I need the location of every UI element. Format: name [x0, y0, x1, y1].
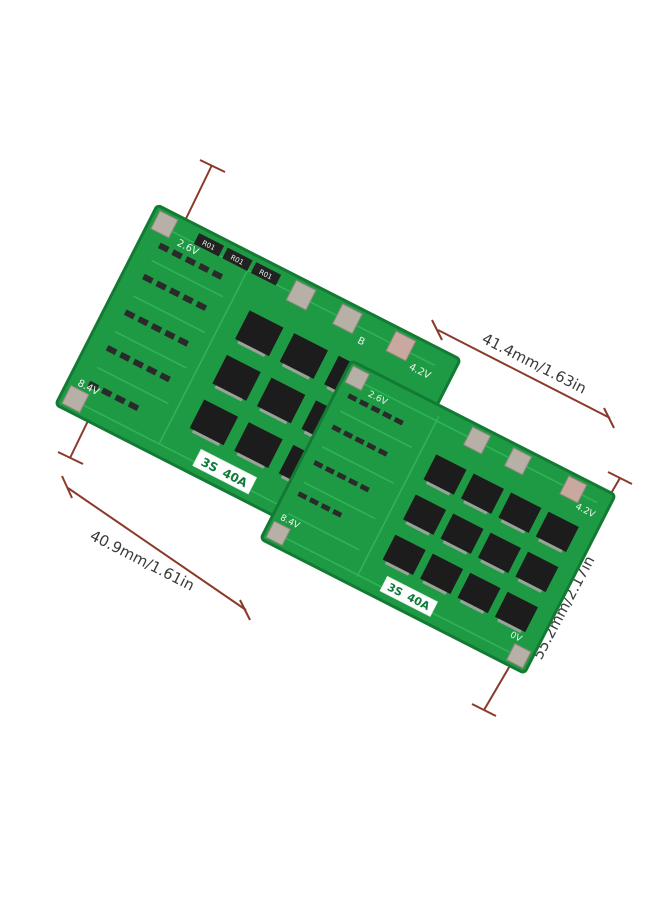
small-board-model-series: 3S — [385, 581, 405, 600]
large-board-current-resistors: R01 R01 R01 — [193, 233, 282, 286]
large-board-smd-components — [87, 242, 224, 412]
small-board-smd-components — [297, 393, 404, 518]
small-board-solder-pads — [265, 365, 588, 669]
large-board-width-dimension: 40.9mm/1.61in — [61, 475, 251, 621]
large-board-label-b: B — [355, 335, 366, 348]
large-board-model-series: 3S — [199, 455, 221, 475]
large-board-width-label: 40.9mm/1.61in — [87, 526, 197, 594]
small-board-mosfets — [382, 454, 579, 633]
small-board-chip-pins — [384, 481, 563, 634]
small-board-width-dimension: 41.4mm/1.63in — [431, 319, 615, 429]
small-board-width-label: 41.4mm/1.63in — [479, 329, 589, 397]
